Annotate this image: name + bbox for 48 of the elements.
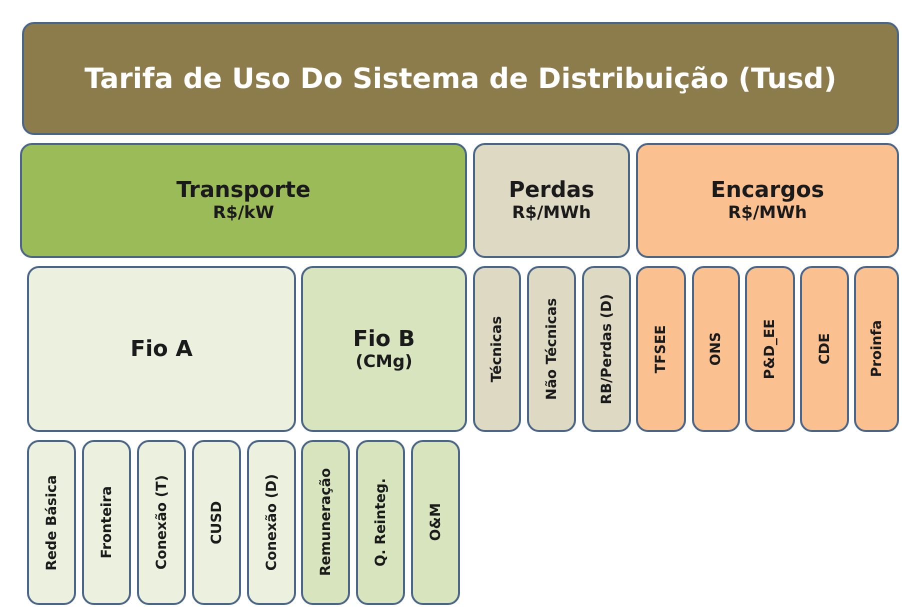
item-box	[27, 440, 76, 605]
item-label: Q. Reinteg.	[372, 478, 388, 567]
category-box	[301, 266, 467, 432]
category-box	[20, 143, 467, 258]
unit-label: R$/MWh	[512, 203, 591, 223]
item-box	[137, 440, 186, 605]
category-label: Transporte	[176, 178, 311, 203]
item-label: ONS	[708, 332, 724, 366]
item-box	[82, 440, 131, 605]
item-label: Conexão (T)	[154, 475, 170, 570]
item-box	[356, 440, 405, 605]
item-label: CUSD	[208, 500, 224, 544]
category-box	[27, 266, 296, 432]
category-label: Encargos	[710, 178, 824, 203]
item-box	[301, 440, 350, 605]
category-label: Fio B	[352, 326, 416, 352]
unit-label: R$/MWh	[728, 203, 807, 223]
item-label: Fronteira	[98, 486, 114, 559]
item-label: CDE	[816, 333, 832, 365]
item-label: P&D_EE	[762, 318, 778, 380]
item-box	[411, 440, 460, 605]
item-box	[582, 266, 631, 432]
item-box	[636, 266, 686, 432]
unit-label: (CMg)	[355, 352, 413, 372]
item-label: Remuneração	[318, 468, 334, 576]
item-box	[473, 266, 521, 432]
item-box	[527, 266, 576, 432]
item-label: Proinfa	[868, 320, 884, 378]
category-box	[473, 143, 630, 258]
title-banner	[22, 22, 899, 135]
item-label: RB/Perdas (D)	[598, 294, 614, 404]
item-label: Rede Básica	[44, 474, 60, 570]
item-box	[800, 266, 849, 432]
item-box	[247, 440, 296, 605]
item-box	[854, 266, 899, 432]
category-label: Fio A	[130, 336, 193, 362]
item-label: Não Técnicas	[544, 298, 560, 400]
category-label: Perdas	[508, 178, 594, 203]
item-box	[192, 440, 241, 605]
category-box	[636, 143, 899, 258]
item-label: Conexão (D)	[264, 474, 280, 571]
unit-label: R$/kW	[212, 203, 274, 223]
item-label: TFSEE	[653, 324, 669, 374]
item-box	[745, 266, 795, 432]
item-label: O&M	[428, 503, 444, 542]
item-label: Técnicas	[489, 316, 505, 382]
item-box	[692, 266, 740, 432]
title-text: Tarifa de Uso Do Sistema de Distribuição (Tusd)	[84, 62, 837, 95]
